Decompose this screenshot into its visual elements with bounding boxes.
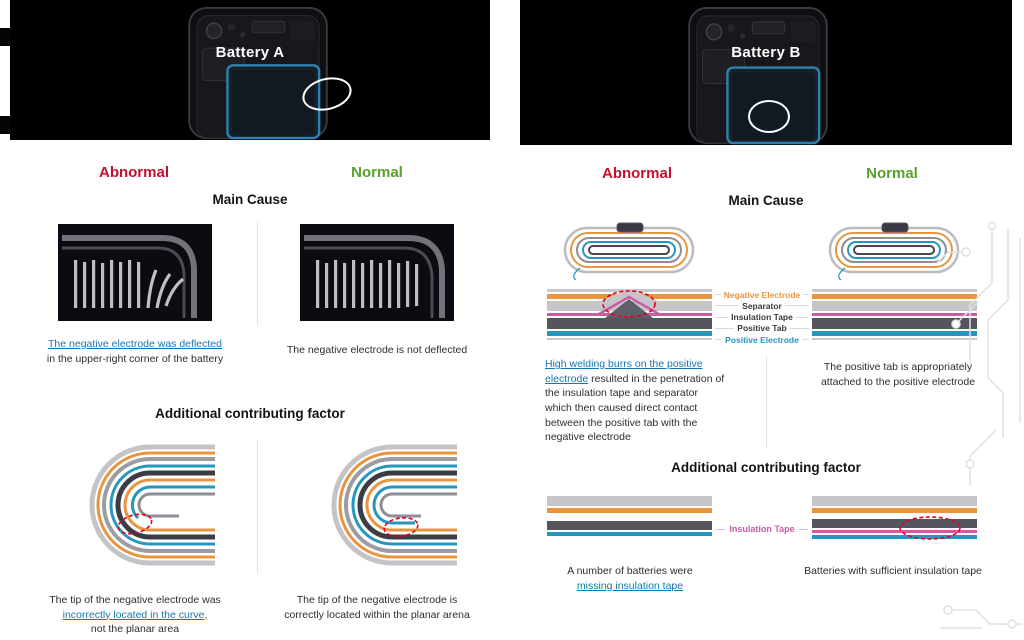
defect-red-ellipse [899, 516, 961, 540]
normal-label: Normal [351, 164, 403, 181]
defect-red-ellipse [602, 290, 656, 318]
additional-abnormal-caption: The tip of the negative electrode was in… [35, 593, 235, 637]
additional-factor-title: Additional contributing factor [671, 460, 861, 475]
battery-b-header: Battery B [520, 0, 1012, 145]
caption-text: not the planar area [90, 623, 180, 636]
layers-abnormal-diagram [547, 286, 712, 349]
normal-label: Normal [866, 165, 918, 182]
abnormal-label: Abnormal [98, 164, 169, 181]
electrode-curve-abnormal-diagram [55, 437, 215, 579]
layer-label-positive-tab: Positive Tab [712, 323, 812, 334]
battery-a-panel: Battery A Abnormal Normal Main Cause [10, 0, 490, 640]
caption-text: resulted in the penetration of the insul… [545, 372, 725, 444]
layer-label-positive-electrode: Positive Electrode [712, 334, 812, 345]
caption-text: in the upper-right corner of the battery [46, 352, 224, 365]
electrode-curve-normal-diagram [297, 437, 457, 579]
battery-b-title: Battery B [731, 44, 801, 61]
caption-highlight: incorrectly located in the curve, [62, 608, 208, 621]
layer-labels: Negative Electrode Separator Insulation … [712, 289, 812, 345]
caption-text: The tip of the negative electrode was [49, 594, 221, 606]
defect-highlight-ellipse [748, 100, 790, 133]
additional-normal-caption: Batteries with sufficient insulation tap… [804, 565, 982, 577]
column-divider [766, 356, 767, 448]
caption-highlight: High welding burrs on the positive elect… [545, 358, 703, 385]
battery-a-header: Battery A [10, 0, 490, 140]
deflected-electrode-image [58, 224, 212, 326]
additional-normal-caption: The tip of the negative electrode is cor… [284, 594, 470, 621]
jellyroll-normal-diagram [827, 220, 962, 285]
layer-label-insulation-tape: Insulation Tape [712, 312, 812, 323]
main-cause-abnormal-caption: High welding burrs on the positive elect… [545, 357, 725, 445]
main-cause-normal-caption: The positive tab is appropriately attach… [820, 361, 976, 388]
main-cause-title: Main Cause [728, 193, 804, 208]
normal-electrode-image [300, 224, 454, 326]
main-cause-abnormal-caption: The negative electrode was deflected in … [35, 337, 235, 366]
battery-a-title: Battery A [215, 44, 285, 61]
defect-red-ellipse [117, 513, 153, 535]
caption-highlight: The negative electrode was deflected [48, 338, 222, 350]
main-cause-normal-caption: The negative electrode is not deflected [286, 344, 468, 356]
decor-block [0, 28, 10, 46]
main-cause-title: Main Cause [212, 192, 288, 207]
abnormal-label: Abnormal [601, 165, 672, 182]
sufficient-tape-normal-diagram [812, 492, 977, 545]
layers-normal-diagram [812, 286, 977, 349]
jellyroll-abnormal-diagram [562, 220, 697, 285]
layer-label-separator: Separator [712, 300, 812, 311]
column-divider [257, 440, 258, 574]
phone-a-image [172, 6, 344, 140]
phone-b-image [672, 6, 844, 145]
decor-block [0, 116, 10, 134]
additional-abnormal-caption: A number of batteries were missing insul… [540, 564, 720, 593]
insulation-tape-label: Insulation Tape [712, 524, 812, 534]
caption-highlight: missing insulation tape [576, 579, 684, 592]
caption-text: A number of batteries were [567, 565, 693, 577]
phone-internals-graphic [688, 6, 828, 145]
missing-tape-abnormal-diagram [547, 492, 712, 545]
column-divider [257, 222, 258, 326]
phone-internals-graphic [188, 6, 328, 140]
additional-factor-title: Additional contributing factor [155, 406, 345, 421]
layer-label-negative-electrode: Negative Electrode [712, 289, 812, 300]
battery-b-panel: Battery B Abnormal Normal Main Cause [520, 0, 1012, 622]
